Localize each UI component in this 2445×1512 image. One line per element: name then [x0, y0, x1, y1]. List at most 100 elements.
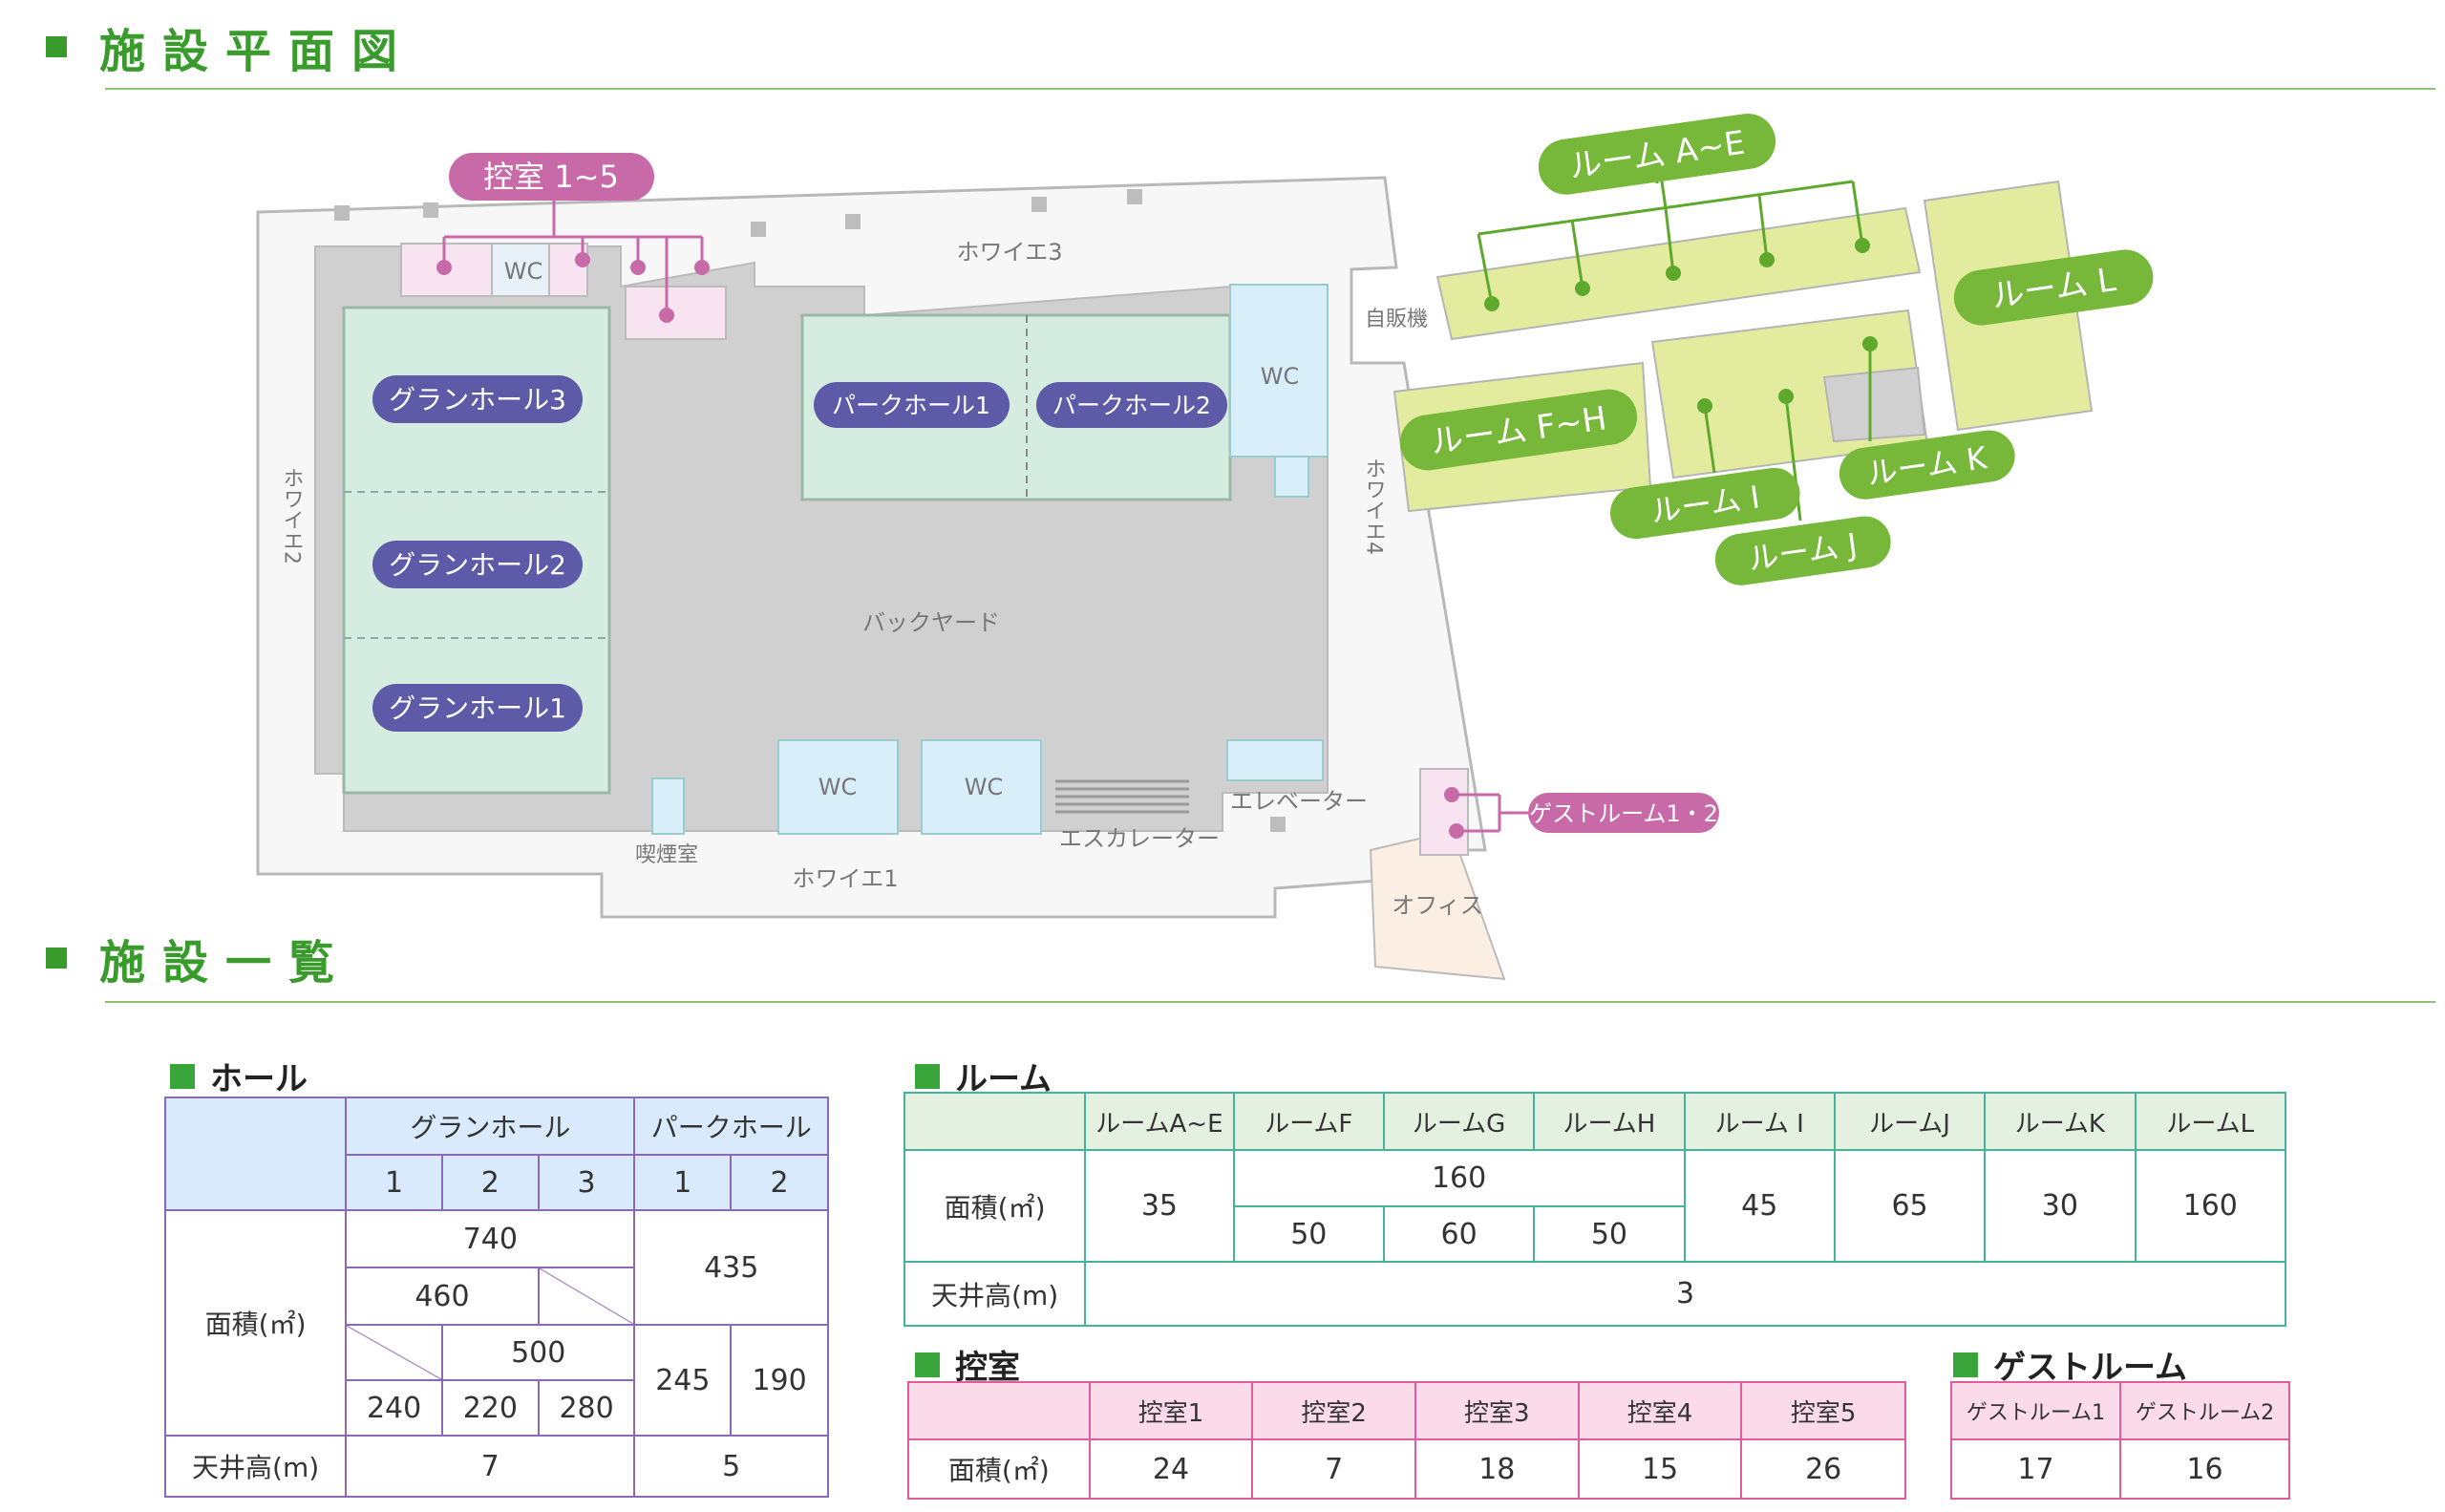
ctrl-header: 控室1	[1088, 1381, 1254, 1440]
park1-area: 245	[633, 1324, 733, 1437]
room-l-area: 160	[2134, 1149, 2286, 1264]
gran1-header: 1	[345, 1154, 443, 1211]
title-square-icon	[915, 1063, 940, 1089]
heading-square-icon	[46, 948, 67, 969]
wc-label: WC	[1261, 363, 1300, 390]
ctrl-area: 18	[1414, 1438, 1580, 1500]
room-header: ルームK	[1984, 1091, 2137, 1152]
gran12-area: 460	[345, 1267, 540, 1326]
diagonal-cell	[537, 1267, 636, 1326]
room-h-area: 50	[1533, 1204, 1686, 1264]
guest-callout-text: ゲストルーム1・2	[1529, 800, 1718, 827]
room-table: ルームA~E ルームF ルームG ルームH ルーム I ルームJ ルームK ルー…	[903, 1091, 2286, 1327]
escalator-steps	[1055, 779, 1189, 814]
room-header: ルームG	[1382, 1091, 1536, 1152]
ctrl-header: 控室4	[1577, 1381, 1743, 1440]
foyer3-label: ホワイエ3	[956, 239, 1062, 266]
room-g-area: 60	[1382, 1204, 1536, 1264]
guest-area: 16	[2119, 1438, 2290, 1500]
park2-area: 190	[730, 1324, 829, 1437]
smoking-label: 喫煙室	[635, 843, 698, 867]
room-fgh-area: 160	[1232, 1149, 1686, 1207]
floorplan-title: 施設平面図	[99, 25, 415, 78]
hall-table: グランホール パークホール 1 2 3 1 2 面積(㎡) 740 435 46…	[163, 1097, 829, 1498]
room-ae-area: 35	[1084, 1149, 1235, 1264]
ctrl-area: 24	[1088, 1438, 1254, 1500]
gran1-area: 240	[345, 1379, 443, 1437]
foyer2-label: ホワイエ2	[280, 467, 304, 564]
hall-table-title-text: ホール	[210, 1060, 308, 1098]
elevator-label: エレベーター	[1230, 788, 1368, 815]
area-label: 面積(㎡)	[907, 1438, 1091, 1500]
ctrl-area: 7	[1251, 1438, 1416, 1500]
ctrl-table-title-text: 控室	[955, 1349, 1020, 1387]
park1-label: パークホール1	[832, 392, 990, 419]
room-header: ルームF	[1232, 1091, 1385, 1152]
guest-area: 17	[1950, 1438, 2121, 1500]
backyard-label: バックヤード	[862, 609, 1000, 636]
heading-square-icon	[46, 36, 67, 57]
gran3-label: グランホール3	[389, 384, 566, 415]
gran3-area: 280	[537, 1379, 636, 1437]
room-j-area: 65	[1833, 1149, 1987, 1264]
ceiling-label: 天井高(m)	[163, 1435, 348, 1498]
guest-header: ゲストルーム1	[1950, 1381, 2121, 1440]
room-header: ルーム I	[1683, 1091, 1836, 1152]
park1-header: 1	[633, 1154, 733, 1211]
gran3-pill	[372, 375, 583, 423]
guest-table: ゲストルーム1 ゲストルーム2 17 16	[1950, 1381, 2290, 1500]
ctrl-table-title: 控室	[915, 1341, 1020, 1388]
escalator-label: エスカレーター	[1059, 825, 1220, 852]
wc-label: WC	[819, 774, 858, 800]
foyer1-label: ホワイエ1	[792, 865, 898, 892]
ctrl-area: 26	[1740, 1438, 1906, 1500]
floor-plan: 控室 1~5 ゲストルーム1・2 ルーム A~E ルーム L ルーム F~H ル…	[256, 113, 2154, 981]
room-k-callout	[1839, 430, 2015, 500]
gran3-header: 3	[537, 1154, 636, 1211]
room-ceiling: 3	[1084, 1261, 2286, 1327]
room-k-area: 30	[1984, 1149, 2137, 1264]
divider	[105, 1001, 2435, 1003]
floorplan-heading: 施設平面図	[46, 13, 415, 80]
gran2-area: 220	[440, 1379, 540, 1437]
room-i-callout	[1609, 467, 1800, 540]
room-f-area: 50	[1232, 1204, 1385, 1264]
park-header: パークホール	[633, 1097, 829, 1156]
hikae-table: 控室1 控室2 控室3 控室4 控室5 面積(㎡) 24 7 18 15 26	[907, 1381, 1906, 1500]
ctrl-header-blank	[907, 1381, 1091, 1440]
room-l-callout	[1953, 249, 2154, 326]
hall-table-title: ホール	[170, 1053, 308, 1099]
gran-total-area: 740	[345, 1209, 636, 1268]
room-header: ルームA~E	[1084, 1091, 1235, 1152]
park-ceiling: 5	[633, 1435, 829, 1498]
area-label: 面積(㎡)	[903, 1149, 1087, 1264]
room-header-blank	[903, 1091, 1087, 1152]
hikae-callout	[449, 153, 654, 201]
room-header: ルームJ	[1833, 1091, 1987, 1152]
list-title: 施設一覧	[99, 936, 352, 990]
ctrl-header: 控室5	[1740, 1381, 1906, 1440]
title-square-icon	[1953, 1352, 1978, 1377]
park1-pill	[814, 382, 1010, 428]
gran1-label: グランホール1	[389, 692, 566, 724]
wc-label: WC	[504, 258, 543, 285]
gran2-pill	[372, 541, 583, 588]
park-total-area: 435	[633, 1209, 829, 1326]
room-i-area: 45	[1683, 1149, 1836, 1264]
hall-header-blank	[163, 1097, 348, 1211]
ctrl-header: 控室2	[1251, 1381, 1416, 1440]
title-square-icon	[915, 1352, 940, 1377]
title-square-icon	[170, 1063, 195, 1089]
office-label: オフィス	[1392, 892, 1483, 919]
guest-table-title-text: ゲストルーム	[1993, 1349, 2187, 1387]
room-fh-callout	[1399, 389, 1638, 471]
guest-header: ゲストルーム2	[2119, 1381, 2290, 1440]
area-label: 面積(㎡)	[163, 1209, 348, 1437]
guest-callout	[1528, 793, 1719, 833]
diagonal-cell	[345, 1324, 443, 1381]
room-header: ルームH	[1533, 1091, 1686, 1152]
ctrl-header: 控室3	[1414, 1381, 1580, 1440]
foyer4-label: ホワイエ4	[1362, 458, 1386, 555]
list-heading: 施設一覧	[46, 925, 351, 991]
ceiling-label: 天井高(m)	[903, 1261, 1087, 1327]
